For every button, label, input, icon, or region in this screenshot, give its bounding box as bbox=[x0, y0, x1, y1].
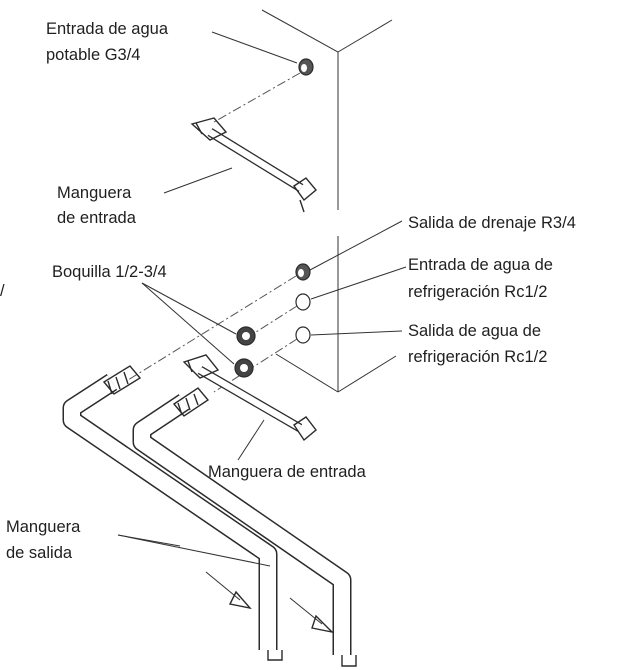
edge-mark: / bbox=[0, 282, 5, 300]
nozzle-fitting-upper bbox=[236, 326, 256, 346]
label-outlet-hose: Manguera de salida bbox=[6, 518, 85, 562]
inlet-axis-line-top bbox=[213, 72, 301, 123]
leader-lines bbox=[117, 31, 407, 567]
label-cooling-water-inlet: Entrada de agua de refrigeración Rc1/2 bbox=[408, 256, 558, 301]
appliance-wall-upper bbox=[261, 9, 393, 210]
label-inlet-hose-top: Manguera de entrada bbox=[57, 184, 137, 227]
cooling-water-inlet-port bbox=[295, 293, 311, 311]
outlet-hose-right bbox=[132, 387, 357, 667]
outlet-hose-left bbox=[62, 365, 283, 661]
nozzle-fitting-lower bbox=[234, 358, 254, 378]
label-cooling-water-outlet: Salida de agua de refrigeración Rc1/2 bbox=[408, 322, 547, 366]
flow-arrow-left bbox=[205, 571, 252, 610]
cooling-in-axis-line bbox=[255, 305, 298, 333]
appliance-wall-lower bbox=[275, 236, 397, 393]
drinking-water-inlet-port bbox=[298, 58, 314, 76]
drain-outlet-port bbox=[295, 263, 311, 281]
label-inlet-hose-bottom: Manguera de entrada bbox=[208, 463, 367, 481]
inlet-hose-lower bbox=[182, 354, 317, 442]
cooling-water-outlet-port bbox=[295, 326, 311, 344]
drain-axis-line bbox=[127, 275, 297, 381]
inlet-hose-upper bbox=[190, 117, 317, 213]
label-drain-outlet: Salida de drenaje R3/4 bbox=[408, 214, 576, 232]
label-nozzle: Boquilla 1/2-3/4 bbox=[52, 263, 167, 281]
label-drinking-water-inlet: Entrada de agua potable G3/4 bbox=[46, 20, 173, 64]
flow-arrow-right bbox=[289, 597, 335, 634]
